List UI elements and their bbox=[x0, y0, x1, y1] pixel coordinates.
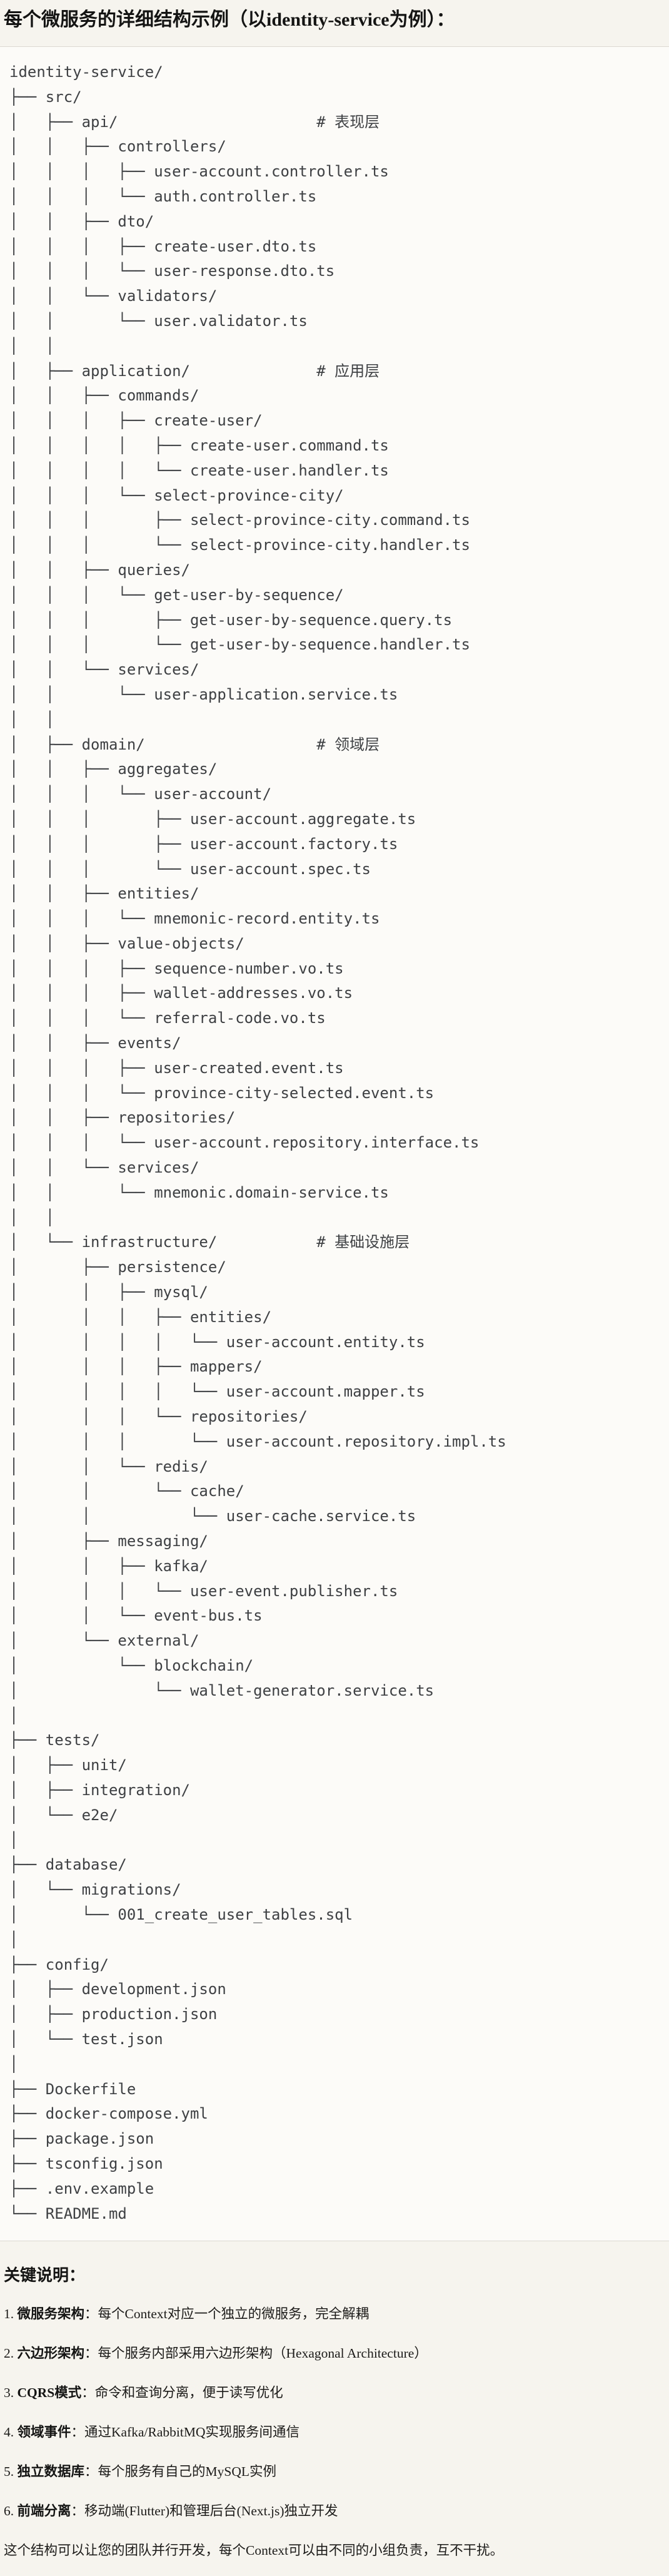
note-term: 六边形架构 bbox=[17, 2346, 85, 2361]
closing-paragraph: 这个结构可以让您的团队并行开发，每个Context可以由不同的小组负责，互不干扰… bbox=[4, 2543, 504, 2558]
note-number: 5. bbox=[4, 2464, 18, 2480]
note-term: 前端分离 bbox=[17, 2503, 71, 2519]
note-item: 2. 六边形架构：每个服务内部采用六边形架构（Hexagonal Archite… bbox=[4, 2344, 664, 2362]
note-item: 5. 独立数据库：每个服务有自己的MySQL实例 bbox=[4, 2463, 664, 2480]
note-item: 4. 领域事件：通过Kafka/RabbitMQ实现服务间通信 bbox=[4, 2423, 664, 2441]
note-term: CQRS模式 bbox=[17, 2385, 82, 2401]
note-desc: ：命令和查询分离，便于读写优化 bbox=[81, 2385, 283, 2401]
note-desc: ：每个Context对应一个独立的微服务，完全解耦 bbox=[84, 2306, 370, 2322]
note-term: 独立数据库 bbox=[17, 2464, 85, 2480]
note-number: 6. bbox=[4, 2503, 18, 2519]
page-title: 每个微服务的详细结构示例（以identity-service为例）： bbox=[4, 9, 455, 30]
note-desc: ：通过Kafka/RabbitMQ实现服务间通信 bbox=[71, 2425, 299, 2440]
note-desc: ：移动端(Flutter)和管理后台(Next.js)独立开发 bbox=[71, 2503, 338, 2519]
note-item: 1. 微服务架构：每个Context对应一个独立的微服务，完全解耦 bbox=[4, 2305, 664, 2323]
note-number: 3. bbox=[4, 2385, 18, 2401]
note-term: 微服务架构 bbox=[17, 2306, 85, 2322]
note-desc: ：每个服务内部采用六边形架构（Hexagonal Architecture） bbox=[84, 2346, 428, 2361]
notes-heading: 关键说明： bbox=[4, 2266, 86, 2285]
note-number: 4. bbox=[4, 2425, 18, 2440]
directory-tree-code-block: identity-service/ ├── src/ │ ├── api/ # … bbox=[0, 46, 669, 2242]
note-desc: ：每个服务有自己的MySQL实例 bbox=[84, 2464, 277, 2480]
notes-section: 关键说明： 1. 微服务架构：每个Context对应一个独立的微服务，完全解耦 … bbox=[0, 2241, 669, 2570]
note-term: 领域事件 bbox=[17, 2425, 71, 2440]
note-item: 3. CQRS模式：命令和查询分离，便于读写优化 bbox=[4, 2384, 664, 2401]
note-number: 1. bbox=[4, 2306, 18, 2322]
note-number: 2. bbox=[4, 2346, 18, 2361]
note-item: 6. 前端分离：移动端(Flutter)和管理后台(Next.js)独立开发 bbox=[4, 2502, 664, 2520]
title-spacer bbox=[0, 33, 669, 46]
